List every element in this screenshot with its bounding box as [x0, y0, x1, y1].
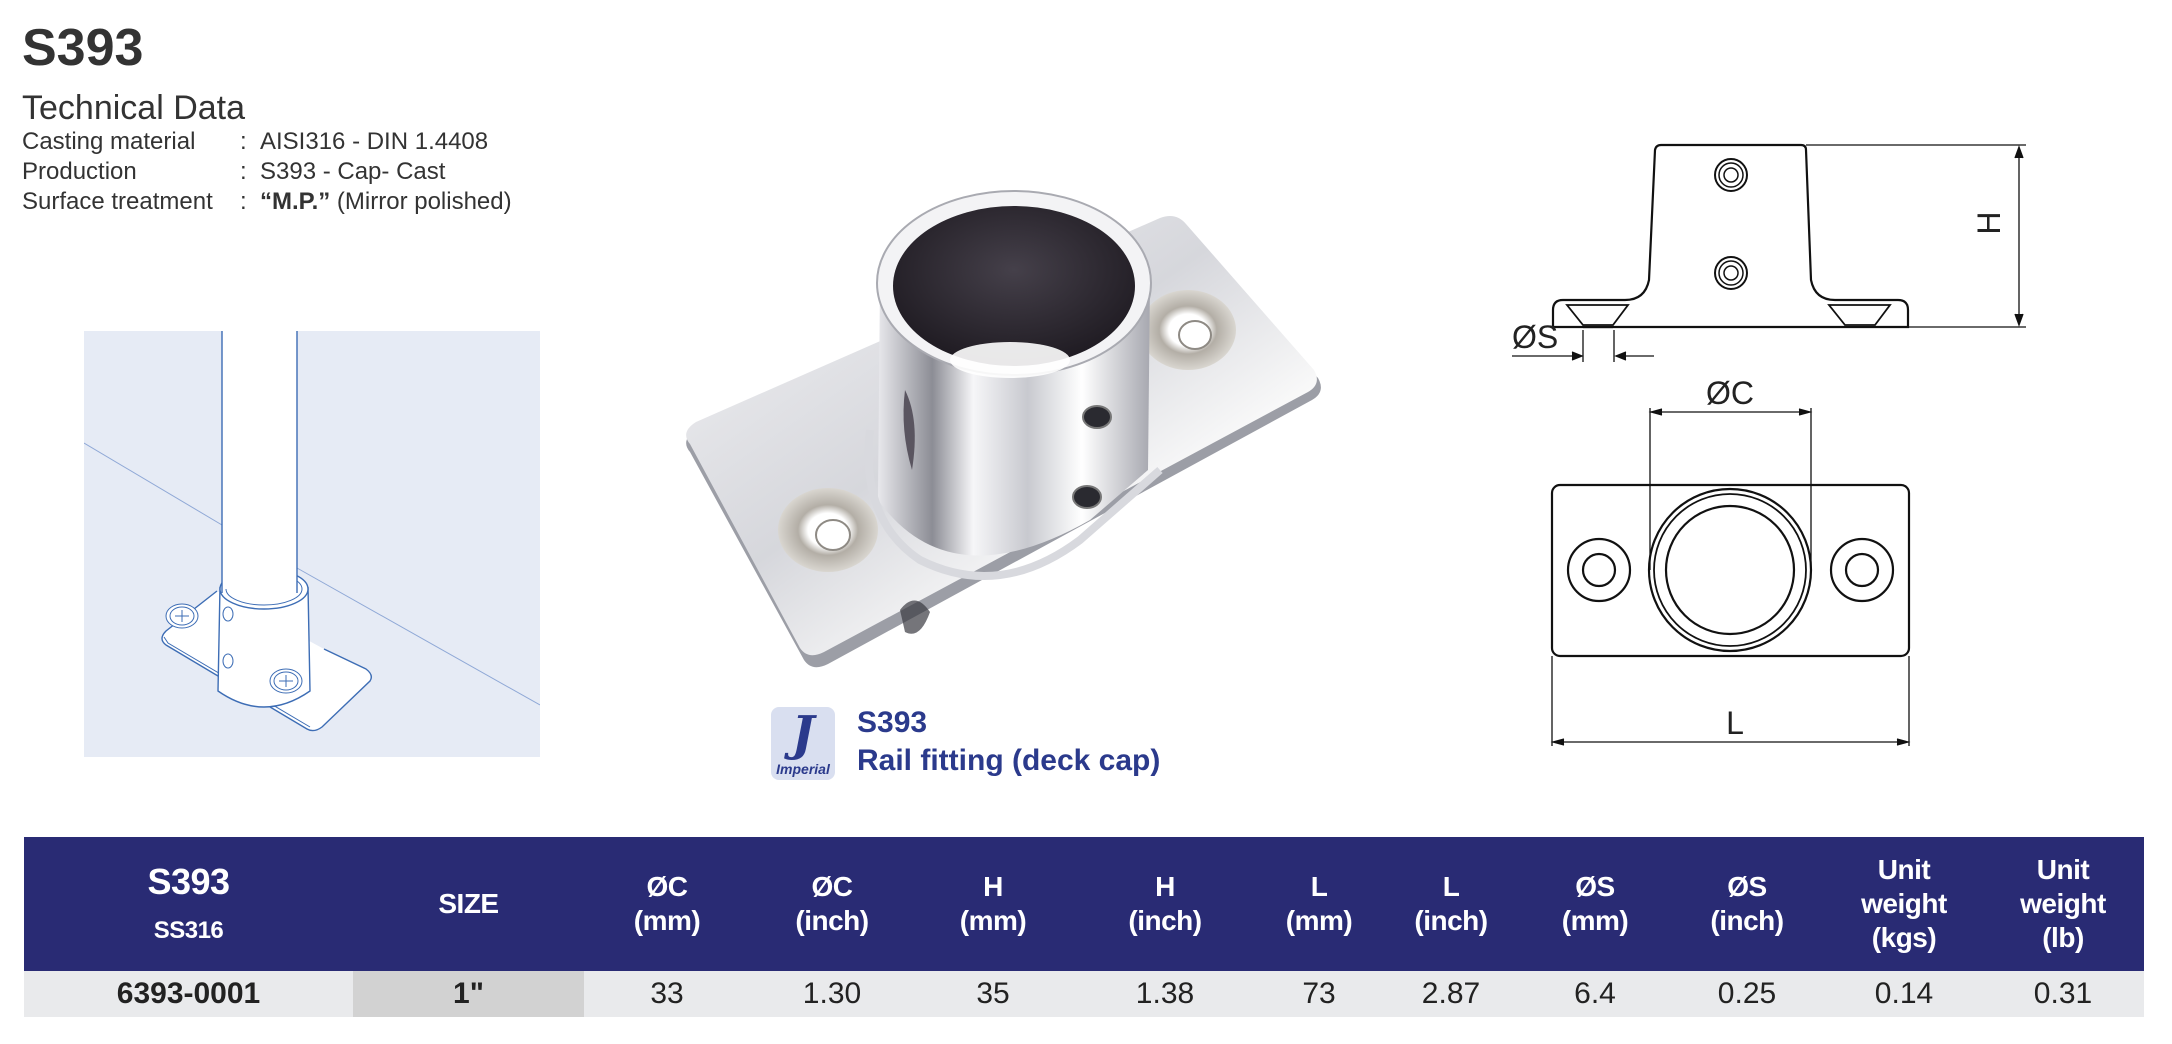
collar-diameter-label: ØC	[1706, 375, 1754, 411]
imperial-logo: J Imperial	[771, 707, 835, 780]
cell-weight-lb: 0.31	[1982, 971, 2144, 1017]
cell-c-inch: 1.30	[750, 971, 914, 1017]
header-line: Unit	[1877, 854, 1931, 885]
spec-value: “M.P.” (Mirror polished)	[260, 187, 512, 217]
header-line: Unit	[2036, 854, 2090, 885]
header-line: H	[1155, 871, 1175, 902]
hole-diameter-label: ØS	[1512, 319, 1558, 355]
header-line: L	[1310, 871, 1328, 902]
caption-code: S393	[857, 706, 928, 739]
header-line: (mm)	[1561, 905, 1629, 936]
header-line: (mm)	[959, 905, 1027, 936]
cell-c-mm: 33	[584, 971, 750, 1017]
header-line: SIZE	[438, 888, 499, 919]
table-header-row: S393 SS316 SIZE ØC(mm) ØC(inch) H(mm) H(…	[24, 837, 2144, 971]
dimension-drawing-icon: H ØS ØC L	[1512, 143, 2026, 746]
product-photo	[660, 180, 1340, 680]
header-line: (inch)	[1710, 905, 1784, 936]
cell-h-inch: 1.38	[1072, 971, 1258, 1017]
column-header-l-mm: L(mm)	[1258, 837, 1380, 971]
header-line: (mm)	[633, 905, 701, 936]
height-dimension-label: H	[1971, 211, 2007, 234]
spec-row-casting-material: Casting material : AISI316 - DIN 1.4408	[22, 127, 512, 157]
table-row: 6393-0001 1" 33 1.30 35 1.38 73 2.87 6.4…	[24, 971, 2144, 1017]
spec-value: AISI316 - DIN 1.4408	[260, 128, 489, 155]
column-header-h-inch: H(inch)	[1072, 837, 1258, 971]
spec-colon: :	[240, 128, 247, 155]
header-line: (lb)	[2042, 922, 2084, 953]
spec-list: Casting material : AISI316 - DIN 1.4408 …	[22, 127, 512, 217]
header-line: weight	[1861, 888, 1947, 919]
spec-colon: :	[240, 188, 247, 215]
specification-table: S393 SS316 SIZE ØC(mm) ØC(inch) H(mm) H(…	[24, 837, 2144, 1017]
cell-l-inch: 2.87	[1380, 971, 1522, 1017]
deck-cap-photo-icon	[686, 190, 1321, 668]
column-header-size: SIZE	[353, 837, 584, 971]
cell-h-mm: 35	[914, 971, 1072, 1017]
header-material: SS316	[153, 917, 224, 944]
header-line: (kgs)	[1871, 922, 1937, 953]
cell-l-mm: 73	[1258, 971, 1380, 1017]
header-line: H	[983, 871, 1003, 902]
header-line: (inch)	[1128, 905, 1202, 936]
product-caption: S393 Rail fitting (deck cap)	[857, 704, 1160, 780]
column-header-product: S393 SS316	[24, 837, 353, 971]
spec-value: S393 - Cap- Cast	[260, 158, 446, 185]
installation-illustration	[84, 331, 540, 757]
spec-colon: :	[240, 158, 247, 185]
column-header-c-mm: ØC(mm)	[584, 837, 750, 971]
header-product-code: S393	[147, 861, 230, 902]
header-line: weight	[2020, 888, 2106, 919]
installation-sketch-icon	[84, 331, 540, 732]
technical-data-heading: Technical Data	[22, 89, 246, 127]
header-line: ØS	[1727, 871, 1767, 902]
cell-size: 1"	[353, 971, 584, 1017]
column-header-s-mm: ØS(mm)	[1522, 837, 1668, 971]
spec-row-production: Production : S393 - Cap- Cast	[22, 157, 512, 187]
header-line: ØC	[811, 871, 854, 902]
spec-label: Production	[22, 158, 137, 185]
column-header-c-inch: ØC(inch)	[750, 837, 914, 971]
imperial-logo-glyph: J	[791, 706, 815, 762]
spec-row-surface-treatment: Surface treatment : “M.P.” (Mirror polis…	[22, 187, 512, 217]
product-code-title: S393	[22, 19, 144, 77]
cell-s-mm: 6.4	[1522, 971, 1668, 1017]
spec-label: Surface treatment	[22, 188, 213, 215]
header-line: (inch)	[795, 905, 869, 936]
cell-s-inch: 0.25	[1668, 971, 1826, 1017]
imperial-logo-word: Imperial	[776, 761, 830, 777]
cell-item-code: 6393-0001	[24, 971, 353, 1017]
column-header-h-mm: H(mm)	[914, 837, 1072, 971]
length-dimension-label: L	[1726, 705, 1744, 741]
spec-value-rest: (Mirror polished)	[330, 188, 512, 215]
cell-weight-kgs: 0.14	[1826, 971, 1982, 1017]
column-header-s-inch: ØS(inch)	[1668, 837, 1826, 971]
technical-drawing: H ØS ØC L	[1500, 120, 2100, 760]
column-header-l-inch: L(inch)	[1380, 837, 1522, 971]
header-line: L	[1442, 871, 1460, 902]
header-line: (mm)	[1285, 905, 1353, 936]
header-line: ØC	[646, 871, 689, 902]
spec-label: Casting material	[22, 128, 196, 155]
header-line: (inch)	[1414, 905, 1488, 936]
spec-value-bold: “M.P.”	[260, 188, 331, 215]
header-line: ØS	[1575, 871, 1615, 902]
caption-name: Rail fitting (deck cap)	[857, 744, 1161, 777]
